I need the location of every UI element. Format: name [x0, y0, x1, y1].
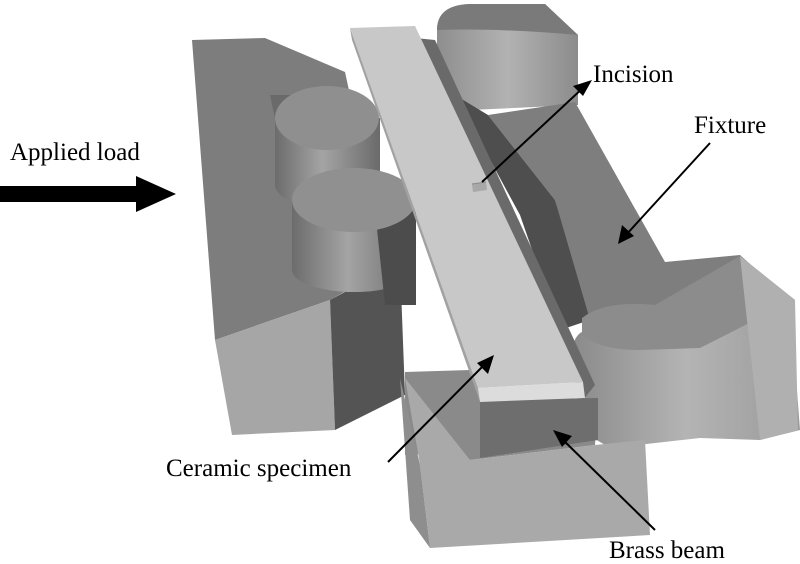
ceramic-specimen-bar — [350, 26, 595, 402]
applied-load-label: Applied load — [10, 139, 140, 166]
fixture-callout-arrow — [618, 142, 711, 244]
lower-left-roller — [292, 168, 416, 305]
brass-beam-label: Brass beam — [609, 537, 725, 564]
fixture-label: Fixture — [694, 112, 767, 139]
ceramic-specimen-callout-arrow — [387, 355, 494, 463]
brass-beam — [400, 370, 650, 548]
incision-callout-arrow — [481, 80, 592, 183]
right-rear-support — [437, 4, 578, 110]
ceramic-specimen-label: Ceramic specimen — [166, 455, 352, 482]
applied-load-arrow — [0, 176, 176, 212]
incision-label: Incision — [593, 61, 674, 88]
brass-beam-callout-arrow — [553, 430, 656, 531]
